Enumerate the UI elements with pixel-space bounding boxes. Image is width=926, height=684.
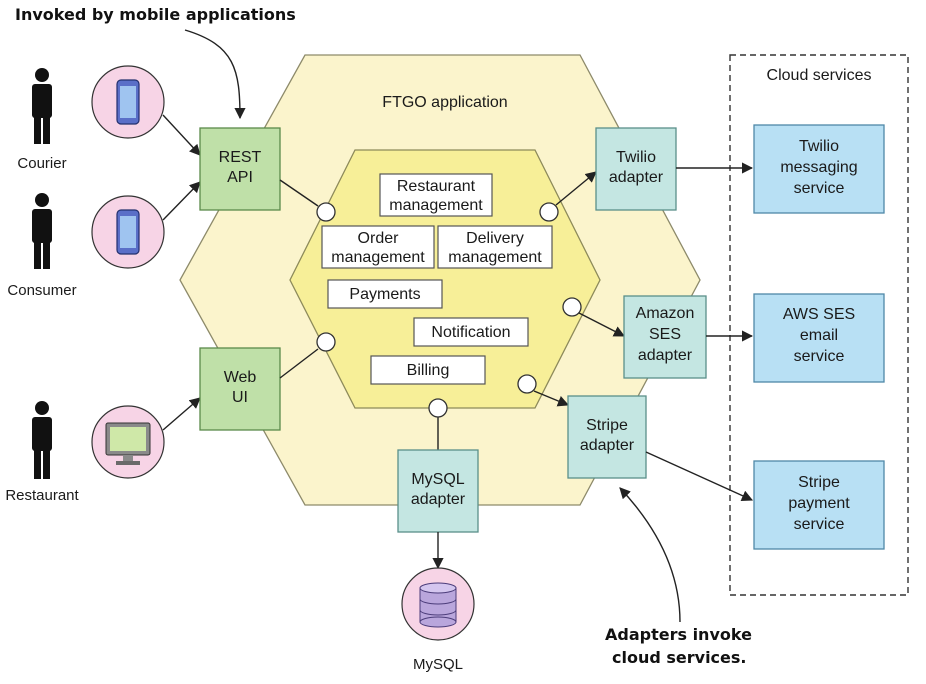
- mobile-annotation: Invoked by mobile applications: [15, 5, 296, 24]
- phone-icon: [116, 79, 140, 125]
- actor-restaurant: Restaurant: [5, 401, 80, 504]
- module-delivery-management: Delivery management: [437, 225, 553, 269]
- rest-api-line2: API: [227, 169, 253, 186]
- mysql-database-label: MySQL: [413, 656, 463, 673]
- mysql-database: MySQL: [401, 567, 475, 673]
- service-line: service: [794, 516, 845, 533]
- actor-courier: Courier: [17, 68, 67, 172]
- edge-rest-port: [279, 179, 319, 207]
- person-icon: [32, 68, 52, 144]
- edge-port-twilio: [555, 171, 597, 206]
- stripe-payment-service: Stripe payment service: [753, 460, 885, 550]
- mobile-annotation-pointer: [184, 29, 246, 120]
- ftgo-application-title: FTGO application: [382, 94, 507, 111]
- twilio-messaging-service: Twilio messaging service: [753, 124, 885, 214]
- edge-courier-rest: [162, 114, 201, 156]
- adapters-annotation-line2: cloud services.: [612, 648, 747, 667]
- service-line: service: [794, 348, 845, 365]
- port-stripe: [517, 374, 537, 394]
- port-twilio: [539, 202, 559, 222]
- service-line: messaging: [780, 159, 857, 176]
- actor-label: Consumer: [7, 282, 76, 299]
- actor-label: Restaurant: [5, 487, 79, 504]
- consumer-device: [91, 195, 165, 269]
- edge-port-stripe: [533, 390, 570, 407]
- restaurant-device: [91, 405, 165, 479]
- edge-restaurant-webui: [162, 397, 201, 431]
- module-line: Order: [358, 230, 400, 247]
- rest-api-line1: REST: [219, 149, 262, 166]
- module-line: Payments: [349, 286, 420, 303]
- module-line: management: [389, 197, 483, 214]
- module-billing: Billing: [370, 355, 486, 385]
- aws-ses-email-service: AWS SES email service: [753, 293, 885, 383]
- port-mysql: [428, 398, 448, 418]
- twilio-adapter: Twilio adapter: [595, 127, 677, 211]
- database-icon: [419, 582, 457, 628]
- web-ui-line2: UI: [232, 389, 248, 406]
- port-rest: [316, 202, 336, 222]
- amazon-ses-adapter: Amazon SES adapter: [623, 295, 707, 379]
- adapter-line: MySQL: [411, 471, 464, 488]
- person-icon: [32, 193, 52, 269]
- module-line: Billing: [407, 362, 450, 379]
- service-line: email: [800, 327, 838, 344]
- service-line: AWS SES: [783, 306, 855, 323]
- port-ses: [562, 297, 582, 317]
- adapters-annotation-pointer: [619, 487, 681, 623]
- edge-port-ses: [578, 312, 625, 337]
- web-ui-adapter: Web UI: [199, 347, 281, 431]
- module-order-management: Order management: [321, 225, 435, 269]
- rest-api-adapter: REST API: [199, 127, 281, 211]
- adapter-line: Stripe: [586, 417, 628, 434]
- module-line: management: [448, 249, 542, 266]
- actor-consumer: Consumer: [7, 193, 77, 299]
- service-line: Stripe: [798, 474, 840, 491]
- mysql-adapter: MySQL adapter: [397, 449, 479, 533]
- web-ui-line1: Web: [224, 369, 257, 386]
- adapter-line: SES: [649, 326, 681, 343]
- port-webui: [316, 332, 336, 352]
- adapter-line: Twilio: [616, 149, 656, 166]
- module-payments: Payments: [327, 279, 443, 309]
- adapter-line: Amazon: [636, 305, 695, 322]
- module-line: management: [331, 249, 425, 266]
- edge-stripe-service: [645, 451, 754, 501]
- edge-webui-port: [279, 348, 319, 379]
- monitor-icon: [105, 422, 151, 465]
- cloud-services-region: [729, 54, 909, 596]
- module-line: Notification: [431, 324, 510, 341]
- actor-label: Courier: [17, 155, 66, 172]
- phone-icon: [116, 209, 140, 255]
- stripe-adapter: Stripe adapter: [567, 395, 647, 479]
- adapter-line: adapter: [580, 437, 635, 454]
- adapters-annotation-line1: Adapters invoke: [605, 625, 752, 644]
- adapter-line: adapter: [411, 491, 466, 508]
- cloud-services-title: Cloud services: [767, 67, 872, 84]
- module-line: Delivery: [466, 230, 524, 247]
- service-line: service: [794, 180, 845, 197]
- service-line: payment: [788, 495, 850, 512]
- adapter-line: adapter: [609, 169, 664, 186]
- adapter-line: adapter: [638, 347, 693, 364]
- courier-device: [91, 65, 165, 139]
- module-restaurant-management: Restaurant management: [379, 173, 493, 217]
- service-line: Twilio: [799, 138, 839, 155]
- module-line: Restaurant: [397, 178, 476, 195]
- edge-consumer-rest: [162, 181, 201, 221]
- module-notification: Notification: [413, 317, 529, 347]
- person-icon: [32, 401, 52, 479]
